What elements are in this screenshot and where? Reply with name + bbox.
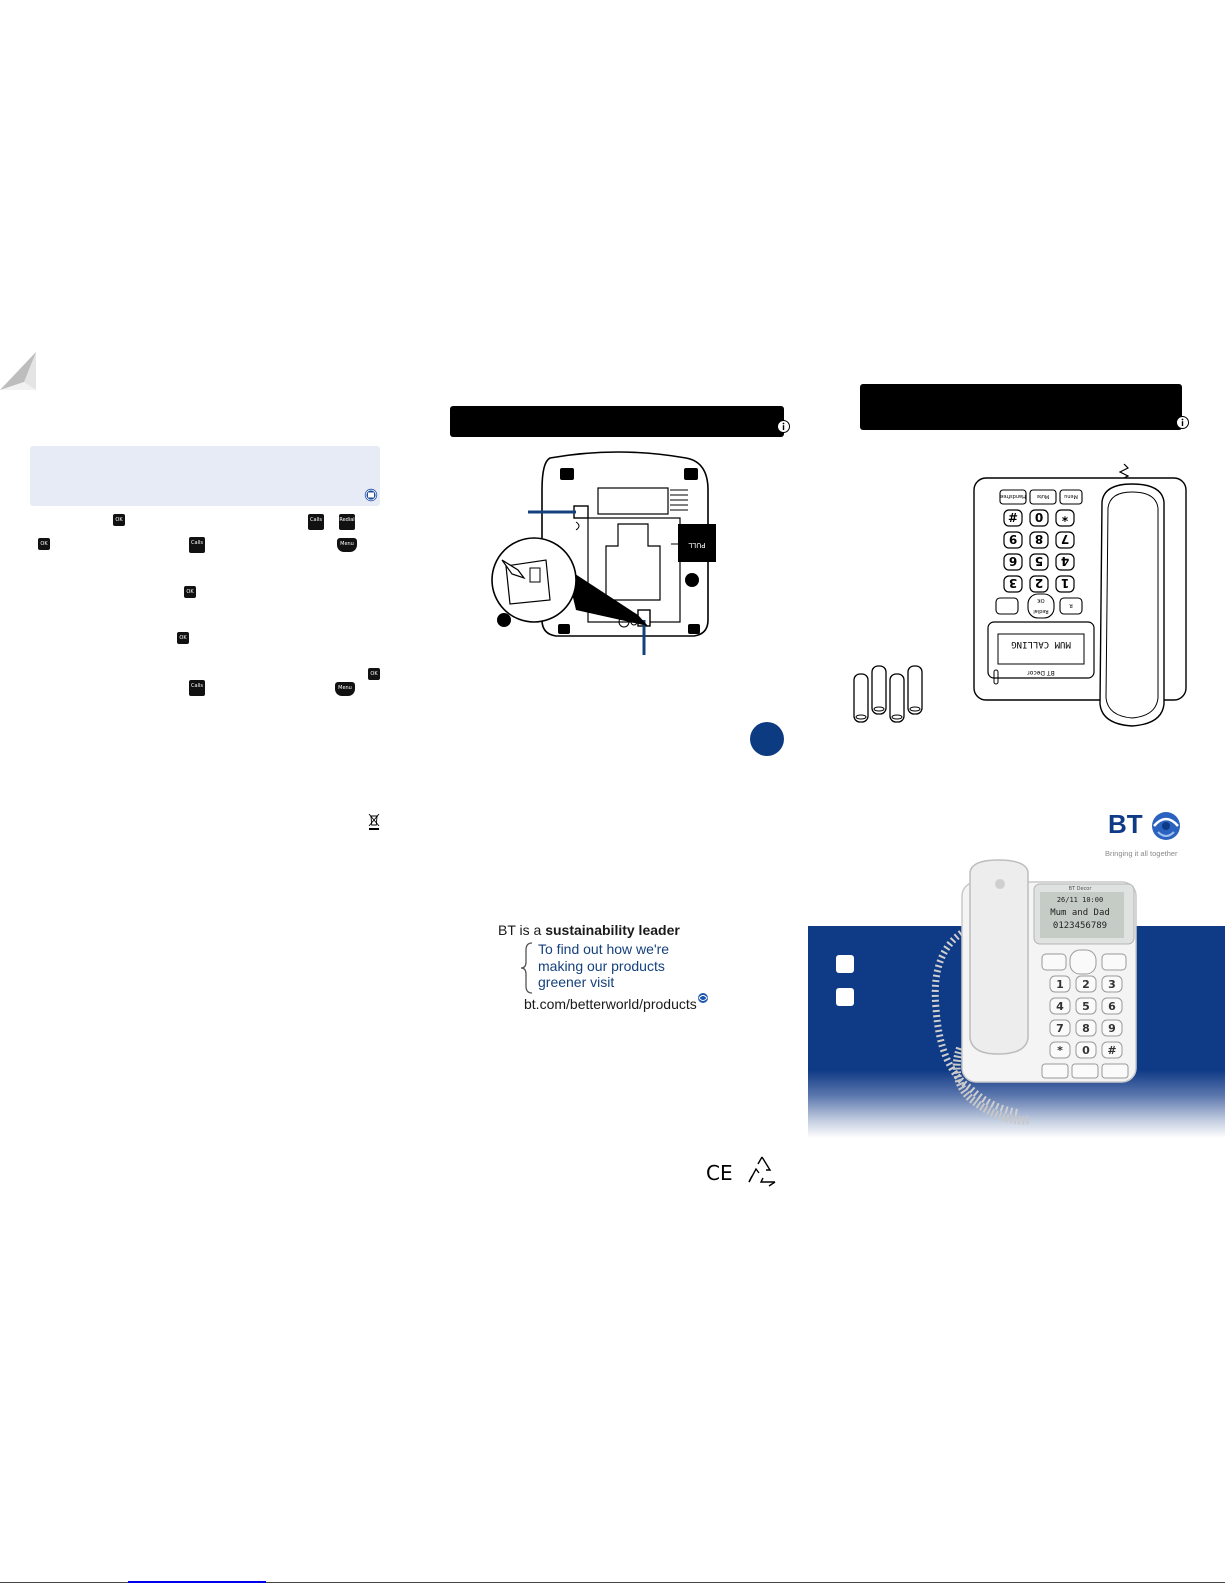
phone-key-handsfree: Handsfree: [1000, 493, 1026, 499]
phone-key-menu: Menu: [1064, 493, 1078, 499]
sustainability-lead: BT is a: [498, 922, 546, 938]
svg-text:7: 7: [1056, 1022, 1064, 1035]
phone-display-brand: BT Decor: [1027, 669, 1055, 676]
bt-logo-text: BT: [1108, 809, 1143, 839]
cover-display-name: Mum and Dad: [1050, 908, 1110, 918]
weee-bin-icon: [368, 813, 380, 830]
svg-text:8: 8: [1035, 532, 1043, 546]
svg-text:2: 2: [1082, 978, 1090, 991]
hyperlink-underline[interactable]: [128, 1581, 266, 1583]
sustainability-line-3: greener visit: [538, 974, 615, 990]
sustainability-notice: BT is a sustainability leader To find ou…: [498, 922, 758, 1012]
cover-display-number: 0123456789: [1053, 921, 1107, 931]
svg-text:7: 7: [1061, 532, 1069, 546]
svg-text:4: 4: [1061, 554, 1069, 568]
pull-tab-label: PULL: [688, 541, 705, 549]
svg-text:9: 9: [1009, 532, 1017, 546]
step-circle-badge: [750, 722, 784, 756]
svg-text:5: 5: [1035, 554, 1043, 568]
svg-text:6: 6: [1108, 1000, 1116, 1013]
phone-key-r: R: [1069, 602, 1073, 608]
svg-text:0: 0: [1082, 1044, 1090, 1057]
bt-globe-icon: [698, 993, 708, 1003]
ok-key-icon: OK: [177, 632, 189, 644]
phone-base-connection-diagram: PULL: [491, 451, 716, 655]
ok-key-icon: OK: [113, 514, 125, 526]
ce-mark-text: CE: [706, 1161, 733, 1184]
section-header-bar: [860, 384, 1182, 430]
svg-text:#: #: [1008, 510, 1018, 524]
sustainability-line-2: making our products: [538, 957, 665, 974]
svg-text:8: 8: [1082, 1022, 1090, 1035]
svg-text:6: 6: [1009, 554, 1017, 568]
ce-mark-icon: CE: [706, 1161, 733, 1184]
svg-text:2: 2: [1035, 576, 1043, 590]
svg-text:4: 4: [1056, 1000, 1064, 1013]
svg-text:9: 9: [1108, 1022, 1116, 1035]
cover-square-bullet: [836, 955, 854, 973]
ok-key-icon: OK: [184, 586, 196, 598]
ok-key-icon: OK: [368, 668, 380, 680]
calls-key-icon: Calls: [189, 680, 205, 696]
cover-phone-photo: 26/11 10:00 Mum and Dad 0123456789 BT De…: [931, 859, 1137, 1125]
phone-key-redial: Redial: [1033, 608, 1048, 614]
info-icon: [1176, 416, 1189, 429]
recycle-icon: [748, 1156, 776, 1187]
svg-text:1: 1: [1061, 576, 1069, 590]
svg-text:5: 5: [1082, 1000, 1090, 1013]
phone-display-line1: MUM CALLING: [1011, 639, 1071, 649]
menu-key-icon: Menu: [337, 538, 357, 552]
cover-square-bullet: [836, 988, 854, 1006]
phone-top-view-diagram: Handsfree Mute Menu #0 * 9 8 7 6 5 4 3 2 1 Redi…: [973, 463, 1187, 727]
info-bar: [30, 446, 380, 506]
phone-key-mute: Mute: [1037, 493, 1050, 499]
calls-key-icon: Calls: [189, 537, 205, 553]
calls-key-icon: Calls: [308, 514, 324, 530]
batteries-icon: [853, 665, 923, 723]
section-header-bar: [450, 406, 784, 437]
svg-text:1: 1: [1056, 978, 1064, 991]
svg-text:0: 0: [1035, 510, 1043, 524]
curly-brace-icon: [520, 942, 533, 994]
svg-text:3: 3: [1108, 978, 1116, 991]
note-circle-icon: [364, 488, 378, 502]
svg-text:*: *: [1061, 510, 1068, 524]
svg-text:*: *: [1057, 1044, 1063, 1057]
bt-logo: BT: [1108, 809, 1180, 840]
bt-tagline: Bringing it all together: [1105, 849, 1178, 858]
page-bottom-rule: [0, 1582, 1225, 1583]
cover-phone-brand: BT Decor: [1069, 886, 1093, 892]
svg-text:#: #: [1107, 1044, 1116, 1057]
sustainability-line-1: To find out how we're: [538, 941, 670, 957]
info-icon: [777, 420, 790, 433]
sustainability-url[interactable]: bt.com/betterworld/products: [524, 996, 697, 1012]
phone-key-ok: OK: [1037, 597, 1045, 603]
redial-key-icon: Redial: [339, 514, 355, 530]
svg-text:3: 3: [1009, 576, 1017, 590]
page-corner-fold-icon: [0, 352, 36, 390]
sustainability-lead-bold: sustainability leader: [545, 922, 680, 938]
ok-key-icon: OK: [38, 538, 50, 550]
cover-display-date: 26/11 10:00: [1057, 896, 1103, 904]
menu-key-icon: Menu: [335, 682, 355, 696]
